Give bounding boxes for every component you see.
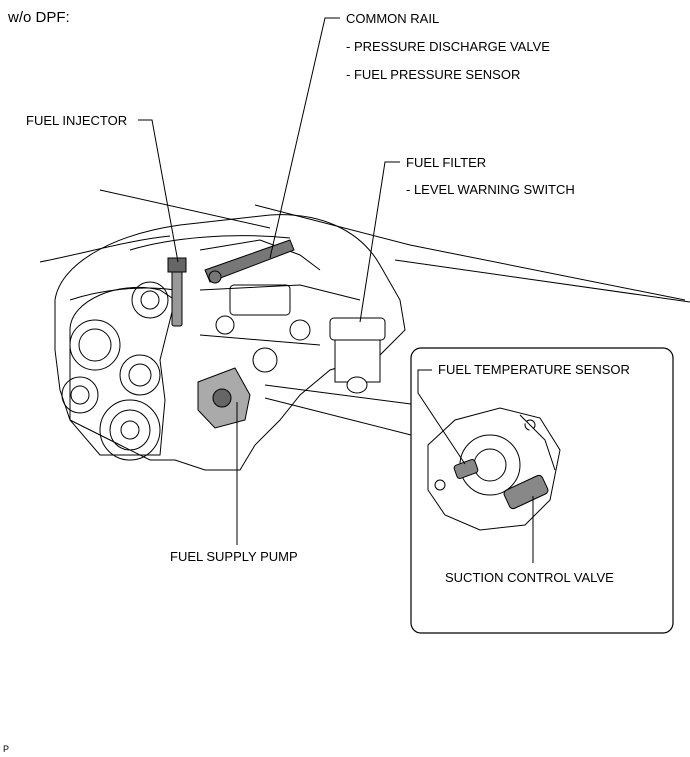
- detail-inset-box: [410, 347, 674, 634]
- fuel-supply-pump-part: [212, 388, 232, 408]
- suction-control-valve-part: [503, 474, 549, 510]
- belt: [69, 286, 176, 456]
- engine-outline: [199, 334, 321, 346]
- fuel-injector-part: [167, 257, 187, 273]
- part: [289, 319, 311, 341]
- engine-outline: [199, 284, 361, 301]
- label-level-warning-switch: - LEVEL WARNING SWITCH: [406, 182, 575, 197]
- pump-detail-body: [434, 479, 446, 491]
- pulley: [61, 376, 99, 414]
- body-line: [99, 189, 271, 229]
- valve-cover: [229, 284, 291, 316]
- inset-connector: [264, 397, 412, 436]
- leader-fuel-injector: [138, 119, 179, 263]
- pulley: [131, 281, 169, 319]
- inset-connector: [264, 384, 412, 405]
- engine-outline: [129, 235, 291, 251]
- leader-fuel-temperature-sensor: [417, 369, 466, 465]
- label-fuel-supply-pump: FUEL SUPPLY PUMP: [170, 549, 298, 564]
- common-rail-part: [208, 270, 222, 284]
- pulley: [119, 354, 161, 396]
- label-pressure-discharge-valve: - PRESSURE DISCHARGE VALVE: [346, 39, 550, 54]
- leader-fuel-filter: [359, 161, 400, 323]
- crank-pulley: [120, 420, 140, 440]
- body-line: [254, 204, 686, 301]
- fuel-filter-part: [329, 317, 386, 341]
- label-fuel-temperature-sensor: FUEL TEMPERATURE SENSOR: [438, 362, 630, 377]
- pulley: [78, 328, 112, 362]
- engine-outline: [54, 214, 406, 471]
- crank-pulley: [109, 409, 151, 451]
- fuel-filter-part: [346, 376, 368, 394]
- pulley: [140, 290, 160, 310]
- pulley: [70, 385, 90, 405]
- label-fuel-injector: FUEL INJECTOR: [26, 113, 128, 128]
- body-line: [394, 259, 690, 303]
- part: [215, 315, 235, 335]
- pulley: [69, 319, 121, 371]
- page-title: w/o DPF:: [8, 9, 70, 26]
- crank-pulley: [99, 399, 161, 461]
- pump-detail-body: [519, 414, 556, 471]
- label-common-rail: COMMON RAIL: [346, 11, 440, 26]
- pump-detail-body: [473, 448, 507, 482]
- label-fuel-pressure-sensor: - FUEL PRESSURE SENSOR: [346, 67, 521, 82]
- fuel-filter-part: [334, 339, 381, 383]
- label-fuel-filter: FUEL FILTER: [406, 155, 487, 170]
- pulley: [128, 363, 152, 387]
- part: [252, 347, 278, 373]
- figure-code: P: [3, 744, 10, 754]
- label-suction-control-valve: SUCTION CONTROL VALVE: [445, 570, 614, 585]
- body-line: [39, 235, 171, 263]
- leader-common-rail: [269, 17, 340, 259]
